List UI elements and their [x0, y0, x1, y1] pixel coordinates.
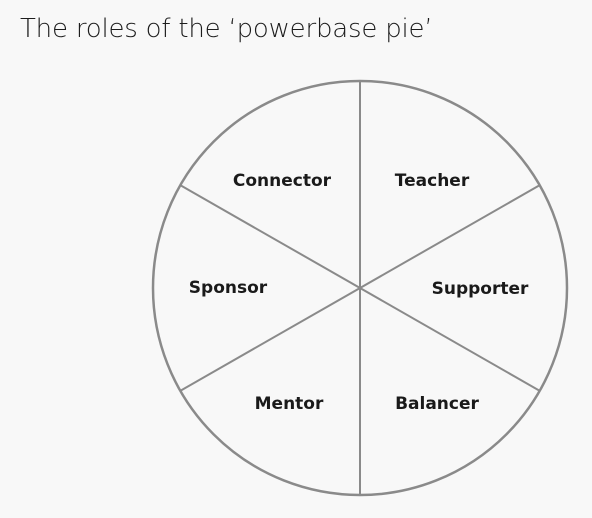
- segment-label-balancer: Balancer: [395, 394, 479, 414]
- segment-label-sponsor: Sponsor: [189, 278, 268, 298]
- segment-label-supporter: Supporter: [432, 279, 529, 299]
- segment-label-mentor: Mentor: [255, 394, 324, 414]
- segment-label-teacher: Teacher: [395, 171, 470, 191]
- page-title: The roles of the ‘powerbase pie’: [20, 14, 433, 44]
- segment-label-connector: Connector: [233, 171, 332, 191]
- divider-diagonal-2: [179, 184, 541, 392]
